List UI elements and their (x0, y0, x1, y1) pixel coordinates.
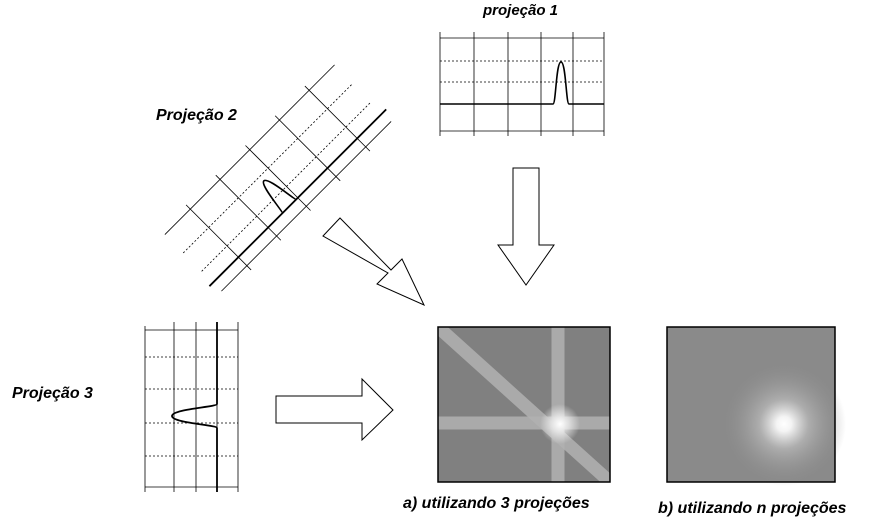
projection-2-label: Projeção 2 (156, 107, 237, 124)
projection-2-plot (164, 64, 392, 292)
projection-1-plot (439, 32, 605, 136)
reconstruction-3-projections (437, 326, 611, 483)
projection-1-label: projeção 1 (483, 2, 559, 19)
reconstruction-n-projections (666, 326, 846, 486)
result-b-caption: b) utilizando n projeções (658, 500, 847, 517)
arrow-down-projection-1 (497, 167, 555, 286)
projection-3-plot (144, 322, 239, 492)
arrow-diagonal-projection-2 (322, 217, 426, 307)
arrow-right-projection-3 (275, 377, 394, 442)
projection-3-label: Projeção 3 (12, 385, 93, 402)
result-a-caption: a) utilizando 3 projeções (403, 495, 590, 512)
